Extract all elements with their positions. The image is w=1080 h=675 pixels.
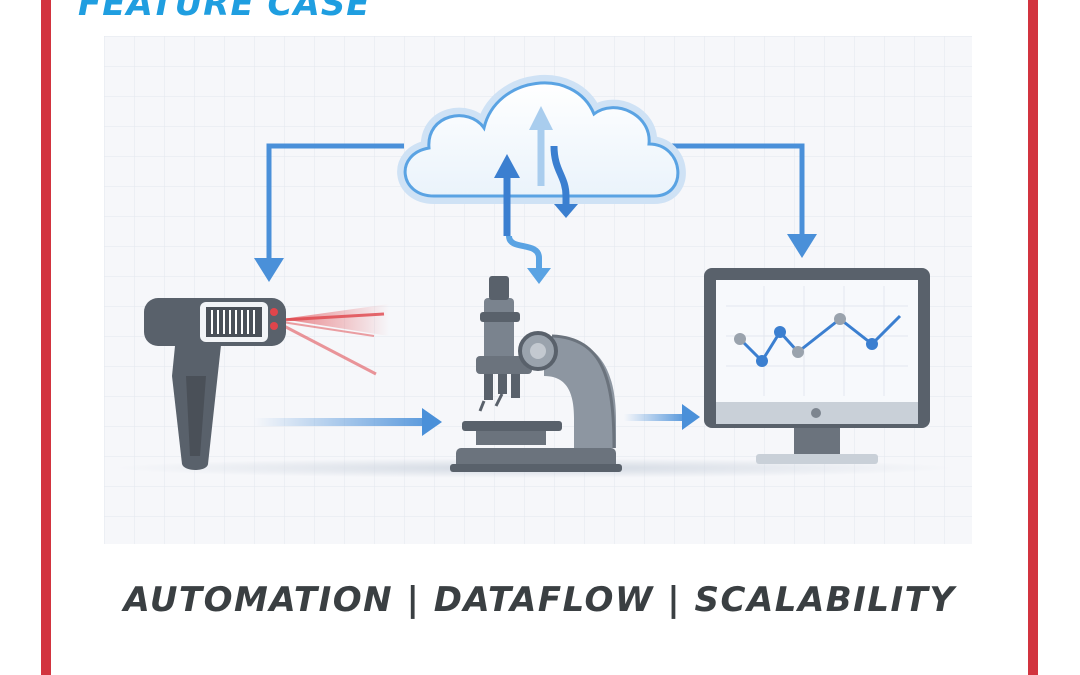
barcode-scanner-icon [144,298,389,470]
scanner-to-microscope-arrow [254,408,442,436]
sync-down-arrow [550,145,578,218]
monitor-chart-icon [704,268,930,464]
tagline: AUTOMATION | DATAFLOW | SCALABILITY [123,580,956,620]
monitor-arrowhead [787,234,817,258]
frame-right-border [1028,0,1038,675]
header-title: FEATURE CASE [78,0,371,24]
microscope-to-monitor-arrow [624,404,700,430]
scanner-arrowhead [254,258,284,282]
sync-up-arrow [494,154,520,236]
cloud-to-scanner-arrow [266,143,404,258]
microscope-icon [450,276,622,472]
cloud-to-monitor-arrow [669,143,805,234]
workflow-illustration [104,36,972,544]
sync-light-arrow [529,106,553,186]
cloud-to-microscope-arrow [506,235,551,284]
frame-left-border [41,0,51,675]
